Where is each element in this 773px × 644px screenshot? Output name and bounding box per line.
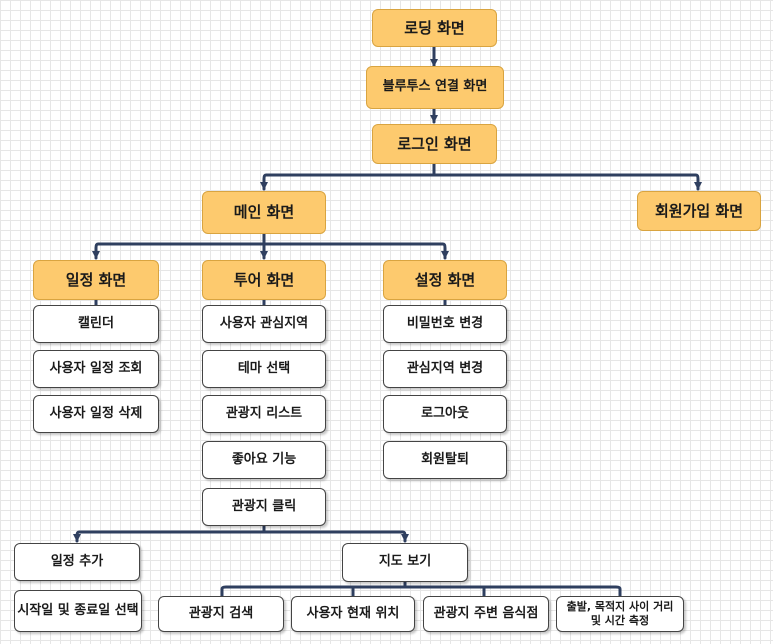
schedule-view-node: 사용자 일정 조회 <box>33 350 159 388</box>
schedule-screen-label: 일정 화면 <box>65 270 127 289</box>
spot-click-node: 관광지 클릭 <box>202 488 326 526</box>
edge-login-main <box>260 173 436 191</box>
distance-time-line1: 출발, 목적지 사이 거리 <box>566 600 674 614</box>
schedule-delete-node: 사용자 일정 삭제 <box>33 395 159 433</box>
edge-click-add <box>73 530 266 543</box>
edge-map-children <box>220 585 622 598</box>
distance-time-node: 출발, 목적지 사이 거리 및 시간 측정 <box>556 596 684 632</box>
theme-select-node: 테마 선택 <box>202 350 326 388</box>
tour-screen-label: 투어 화면 <box>233 270 295 289</box>
main-screen-node: 메인 화면 <box>202 191 326 234</box>
loading-screen-label: 로딩 화면 <box>404 18 465 37</box>
settings-screen-label: 설정 화면 <box>414 270 476 289</box>
tour-screen-node: 투어 화면 <box>202 260 326 300</box>
spot-click-label: 관광지 클릭 <box>231 498 297 514</box>
bluetooth-screen-label: 블루투스 연결 화면 <box>382 79 488 95</box>
current-location-label: 사용자 현재 위치 <box>306 605 400 621</box>
schedule-screen-node: 일정 화면 <box>33 260 159 300</box>
interest-area-node: 사용자 관심지역 <box>202 305 326 343</box>
edge-main-settings <box>262 242 449 260</box>
distance-time-text: 출발, 목적지 사이 거리 및 시간 측정 <box>567 600 674 628</box>
spot-list-node: 관광지 리스트 <box>202 395 326 433</box>
nearby-food-node: 관광지 주변 음식점 <box>423 596 549 632</box>
current-location-node: 사용자 현재 위치 <box>291 596 415 632</box>
interest-change-label: 관심지역 변경 <box>406 360 484 376</box>
date-select-label: 시작일 및 종료일 선택 <box>17 602 139 618</box>
schedule-view-label: 사용자 일정 조회 <box>49 360 143 376</box>
edge-click-map <box>262 530 409 543</box>
interest-change-node: 관심지역 변경 <box>383 350 507 388</box>
password-change-label: 비밀번호 변경 <box>406 315 484 331</box>
calendar-label: 캘린더 <box>78 315 114 331</box>
login-screen-label: 로그인 화면 <box>397 134 472 153</box>
loading-screen-node: 로딩 화면 <box>372 9 497 47</box>
login-screen-node: 로그인 화면 <box>372 124 497 164</box>
withdraw-node: 회원탈퇴 <box>383 441 507 479</box>
edge-login-signup <box>432 173 702 191</box>
logout-label: 로그아웃 <box>421 405 469 421</box>
map-view-node: 지도 보기 <box>342 543 468 582</box>
theme-select-label: 테마 선택 <box>237 360 291 376</box>
map-view-label: 지도 보기 <box>378 554 432 570</box>
password-change-node: 비밀번호 변경 <box>383 305 507 343</box>
settings-screen-node: 설정 화면 <box>383 260 507 300</box>
calendar-node: 캘린더 <box>33 305 159 343</box>
add-schedule-label: 일정 추가 <box>50 553 104 569</box>
distance-time-line2: 및 시간 측정 <box>590 614 650 627</box>
signup-screen-label: 회원가입 화면 <box>654 201 744 220</box>
date-select-node: 시작일 및 종료일 선택 <box>14 590 142 632</box>
spot-list-label: 관광지 리스트 <box>225 405 303 421</box>
signup-screen-node: 회원가입 화면 <box>637 191 761 231</box>
add-schedule-node: 일정 추가 <box>14 543 140 581</box>
logout-node: 로그아웃 <box>383 395 507 433</box>
interest-area-label: 사용자 관심지역 <box>219 315 309 331</box>
nearby-food-label: 관광지 주변 음식점 <box>433 605 539 621</box>
main-screen-label: 메인 화면 <box>233 203 295 222</box>
spot-search-label: 관광지 검색 <box>188 605 254 621</box>
withdraw-label: 회원탈퇴 <box>421 451 469 467</box>
bluetooth-screen-node: 블루투스 연결 화면 <box>366 66 504 109</box>
like-node: 좋아요 기능 <box>202 441 326 479</box>
edge-main-schedule <box>92 242 266 260</box>
like-label: 좋아요 기능 <box>231 451 297 467</box>
spot-search-node: 관광지 검색 <box>158 596 284 632</box>
schedule-delete-label: 사용자 일정 삭제 <box>49 405 143 421</box>
